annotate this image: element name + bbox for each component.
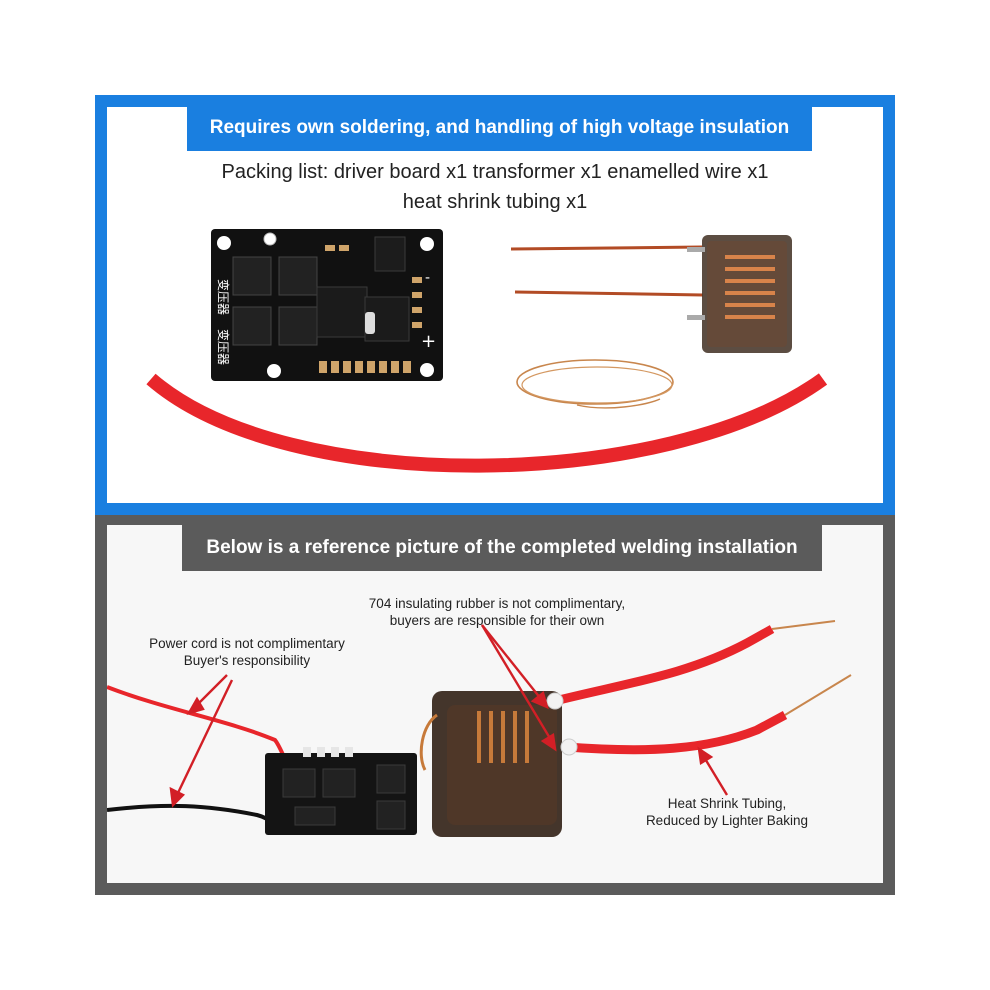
svg-text:+: + [421, 331, 436, 352]
red-power-cord [107, 685, 287, 760]
reference-installation-panel: Below is a reference picture of the comp… [95, 515, 895, 895]
output-lead-1 [553, 625, 775, 706]
insulating-rubber-note-line-2: buyers are responsible for their own [389, 613, 605, 628]
heat-shrink-note-line-1: Heat Shrink Tubing, [667, 796, 787, 811]
packing-list-text: Packing list: driver board x1 transforme… [107, 157, 883, 217]
reference-picture-banner: Below is a reference picture of the comp… [182, 525, 822, 571]
packing-list-panel: Requires own soldering, and handling of … [95, 95, 895, 515]
enamelled-wire-image [516, 359, 674, 409]
black-power-cord [107, 803, 277, 827]
board-silk-label: 变压器 [216, 279, 231, 315]
insulating-rubber-note: 704 insulating rubber is not complimenta… [342, 595, 652, 629]
insulating-rubber-note-line-1: 704 insulating rubber is not complimenta… [368, 596, 626, 611]
assembled-transformer [419, 691, 562, 837]
heat-shrink-tubing-image [146, 373, 828, 473]
power-cord-note-line-2: Buyer's responsibility [183, 653, 311, 668]
transformer-image [510, 235, 792, 353]
packing-list-line-1: Packing list: driver board x1 transforme… [221, 161, 769, 183]
package-contents-illustration: - + 变压器 变压器 [146, 229, 828, 473]
assembled-driver-board [265, 747, 417, 835]
svg-text:-: - [425, 270, 430, 286]
annotation-arrows [169, 624, 729, 808]
soldering-warning-banner: Requires own soldering, and handling of … [187, 105, 812, 151]
output-lead-2 [566, 711, 788, 755]
power-cord-note: Power cord is not complimentary Buyer's … [127, 635, 367, 669]
installation-illustration [107, 620, 852, 837]
packing-list-line-2: heat shrink tubing x1 [402, 191, 588, 213]
heat-shrink-note: Heat Shrink Tubing, Reduced by Lighter B… [627, 795, 827, 829]
board-silk-label-2: 变压器 [216, 329, 231, 365]
driver-board-image: - + [211, 229, 443, 381]
power-cord-note-line-1: Power cord is not complimentary [149, 636, 345, 651]
heat-shrink-note-line-2: Reduced by Lighter Baking [645, 813, 809, 828]
